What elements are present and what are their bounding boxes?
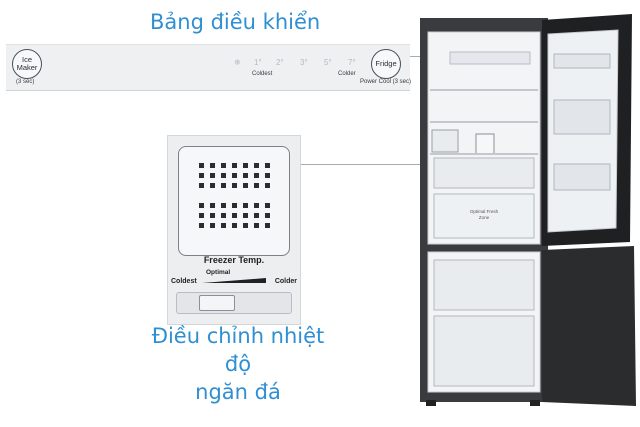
vent-hole [265, 213, 270, 218]
vent-hole [221, 183, 226, 188]
vent-hole [210, 213, 215, 218]
vent-hole [254, 203, 259, 208]
lower-door [542, 246, 636, 406]
vent-hole [210, 203, 215, 208]
panel-coldest-label: Coldest [252, 71, 273, 77]
vent-hole [221, 173, 226, 178]
temp-level-3: 3° [300, 58, 308, 67]
vent-hole [210, 163, 215, 168]
freezer-lower-drawer [433, 315, 535, 387]
vent-hole [221, 223, 226, 228]
temp-level-2: 2° [276, 58, 284, 67]
door-bin [553, 53, 611, 69]
freezer-coldest-label: Coldest [171, 278, 197, 285]
vent-hole [254, 163, 259, 168]
freezer-adjust-caption-line2: ngăn đá [195, 380, 281, 404]
egg-tray [431, 129, 459, 153]
vent-hole [243, 213, 248, 218]
freezer-adjust-caption-line1: Điều chỉnh nhiệt độ [151, 324, 325, 376]
fridge-foot [530, 400, 540, 406]
interior-control [475, 133, 495, 155]
fresh-zone-drawer [433, 193, 535, 239]
freezer-temp-panel: Freezer Temp. Optimal Coldest Colder [167, 135, 301, 325]
snowflake-icon: ❄ [234, 58, 241, 67]
freezer-adjust-caption: Điều chỉnh nhiệt độ ngăn đá [138, 322, 338, 406]
ice-maker-button[interactable]: Ice Maker [12, 49, 42, 79]
vent-hole [254, 213, 259, 218]
temperature-wedge-icon [202, 278, 266, 283]
vent-hole [243, 173, 248, 178]
vent-hole [199, 183, 204, 188]
temp-level-7: 7° [348, 58, 356, 67]
vent-hole [199, 173, 204, 178]
panel-colder-label: Colder [338, 71, 356, 77]
vent-hole [254, 183, 259, 188]
fresh-zone-label-1: Optimal Fresh [470, 209, 499, 214]
vent-hole [221, 213, 226, 218]
vent-hole [232, 163, 237, 168]
vent-hole [210, 183, 215, 188]
vent-hole [265, 173, 270, 178]
vent-hole [265, 183, 270, 188]
refrigerator-image: Optimal Fresh Zone [420, 14, 636, 406]
vent-hole [232, 213, 237, 218]
vent-hole [232, 183, 237, 188]
ice-maker-label: Ice Maker [16, 55, 38, 72]
vent-hole [243, 203, 248, 208]
vent-hole [199, 203, 204, 208]
vent-hole [254, 223, 259, 228]
vent-hole [199, 163, 204, 168]
ice-maker-hold-label: (3 sec) [16, 79, 35, 85]
chiller-drawer [433, 157, 535, 189]
vent-hole [221, 203, 226, 208]
control-panel-caption: Bảng điều khiển [150, 10, 321, 34]
vent-hole [210, 173, 215, 178]
vent-hole [265, 223, 270, 228]
door-bin [553, 99, 611, 135]
freezer-upper-drawer [433, 259, 535, 311]
vent-hole [254, 173, 259, 178]
vent-hole [210, 223, 215, 228]
vent-hole [265, 163, 270, 168]
air-vent-grille [178, 146, 290, 256]
temp-level-1: 1° [254, 58, 262, 67]
vent-hole [199, 213, 204, 218]
temp-level-5: 5° [324, 58, 332, 67]
vent-hole [199, 223, 204, 228]
fridge-button[interactable]: Fridge [371, 49, 401, 79]
freezer-colder-label: Colder [274, 278, 297, 285]
top-shelf-box [449, 51, 531, 65]
vent-hole [232, 203, 237, 208]
control-panel-strip: Ice Maker (3 sec) ❄ 1° 2° 3° 5° 7° Colde… [6, 44, 412, 91]
power-cool-label: Power Cool (3 sec) [360, 79, 412, 85]
vent-hole [243, 223, 248, 228]
freezer-temp-slider-knob[interactable] [199, 295, 235, 311]
freezer-temp-slider[interactable] [176, 292, 292, 314]
vent-hole [232, 223, 237, 228]
vent-hole [221, 163, 226, 168]
vent-hole [243, 183, 248, 188]
vent-hole [243, 163, 248, 168]
optimal-label: Optimal [206, 269, 231, 276]
door-bin [553, 163, 611, 191]
vent-hole [232, 173, 237, 178]
vent-hole [265, 203, 270, 208]
fresh-zone-label-2: Zone [479, 215, 490, 220]
fridge-foot [426, 400, 436, 406]
fridge-button-label: Fridge [375, 59, 397, 68]
connector-line-freezer [298, 164, 438, 165]
freezer-temp-title: Freezer Temp. [203, 255, 265, 265]
